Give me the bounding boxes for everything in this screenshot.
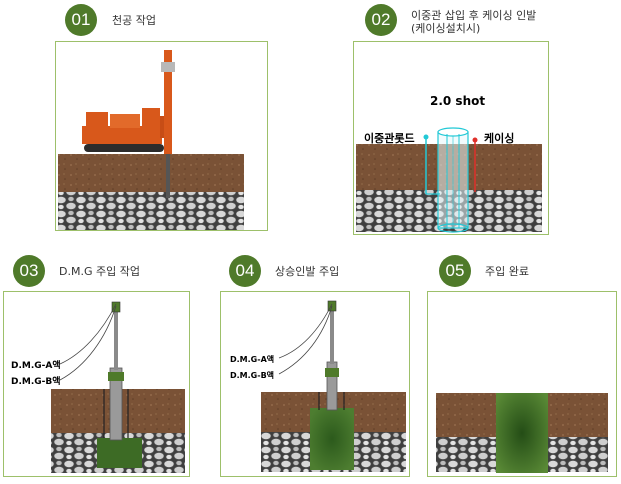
step-4-panel: D.M.G-A액 D.M.G-B액 xyxy=(220,291,410,477)
step-title: 상승인발 주입 xyxy=(275,265,340,278)
step-2-panel: 2.0 shot 이중관롯드 케이싱 xyxy=(353,41,549,235)
hose-a xyxy=(278,303,333,359)
shot-label: 2.0 shot xyxy=(430,94,486,108)
grout-column xyxy=(496,393,548,473)
hose-b xyxy=(59,305,117,381)
casing-cylinder xyxy=(437,127,469,233)
drilling-illustration xyxy=(58,50,244,230)
step-3-panel: D.M.G-A액 D.M.G-B액 xyxy=(3,291,190,477)
step-subtitle: (케이싱설치시) xyxy=(411,22,481,35)
casing-illustration xyxy=(356,127,542,233)
dmg-b-label: D.M.G-B액 xyxy=(11,377,61,387)
hose-b xyxy=(278,305,333,375)
lift-injection-illustration xyxy=(261,300,406,472)
dmg-b-label: D.M.G-B액 xyxy=(230,371,275,380)
hose-a xyxy=(59,303,117,365)
step-number-badge: 01 xyxy=(65,4,97,36)
step-1-panel xyxy=(55,41,268,231)
drill-mast xyxy=(164,50,172,154)
step-title: D.M.G 주입 작업 xyxy=(59,265,140,278)
injection-illustration xyxy=(51,301,185,473)
step-title: 이중관 삽입 후 케이싱 인발 xyxy=(411,9,537,22)
crawler-track xyxy=(84,144,164,152)
step-number-badge: 05 xyxy=(439,255,471,287)
casing-label: 케이싱 xyxy=(484,132,515,145)
dmg-a-label: D.M.G-A액 xyxy=(230,355,275,364)
grout-column xyxy=(310,408,354,470)
step-title: 천공 작업 xyxy=(112,14,156,27)
double-rod-label: 이중관롯드 xyxy=(364,132,415,145)
step-number-badge: 04 xyxy=(229,255,261,287)
step-number-badge: 02 xyxy=(365,4,397,36)
step-number-badge: 03 xyxy=(13,255,45,287)
completion-illustration xyxy=(436,393,608,473)
rig-body xyxy=(82,126,162,144)
grout-bulb xyxy=(97,438,142,468)
dmg-a-label: D.M.G-A액 xyxy=(11,361,61,371)
drill-rod xyxy=(166,154,170,198)
step-title: 주입 완료 xyxy=(485,265,529,278)
step-5-panel xyxy=(427,291,617,477)
